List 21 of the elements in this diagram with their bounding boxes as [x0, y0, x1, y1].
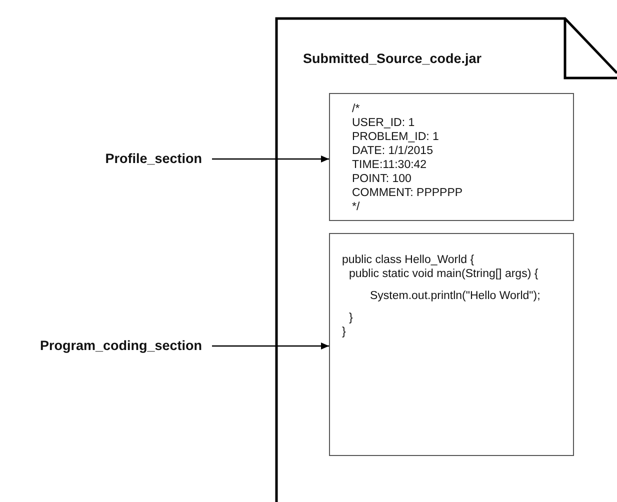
code-line: DATE: 1/1/2015: [352, 144, 433, 158]
code-line: USER_ID: 1: [352, 116, 415, 130]
arrow: [212, 156, 329, 162]
code-line: */: [352, 200, 360, 214]
arrow: [212, 342, 329, 350]
code-line: /*: [352, 102, 360, 116]
code-line: public static void main(String[] args) {: [349, 267, 538, 281]
section-label: Program_coding_section: [4, 336, 202, 356]
code-line: TIME:11:30:42: [352, 158, 427, 172]
code-line: COMMENT: PPPPPP: [352, 186, 463, 200]
code-line: }: [342, 325, 346, 339]
code-line: POINT: 100: [352, 172, 412, 186]
file-name-heading: Submitted_Source_code.jar: [303, 51, 482, 66]
profile-comment-box: [329, 93, 574, 221]
code-box: [329, 233, 574, 456]
code-line: PROBLEM_ID: 1: [352, 130, 439, 144]
code-line: }: [349, 311, 353, 325]
document-shape: [275, 17, 617, 502]
section-label: Profile_section: [60, 149, 202, 169]
code-line: System.out.println("Hello World");: [370, 289, 540, 303]
code-line: public class Hello_World {: [342, 253, 474, 267]
